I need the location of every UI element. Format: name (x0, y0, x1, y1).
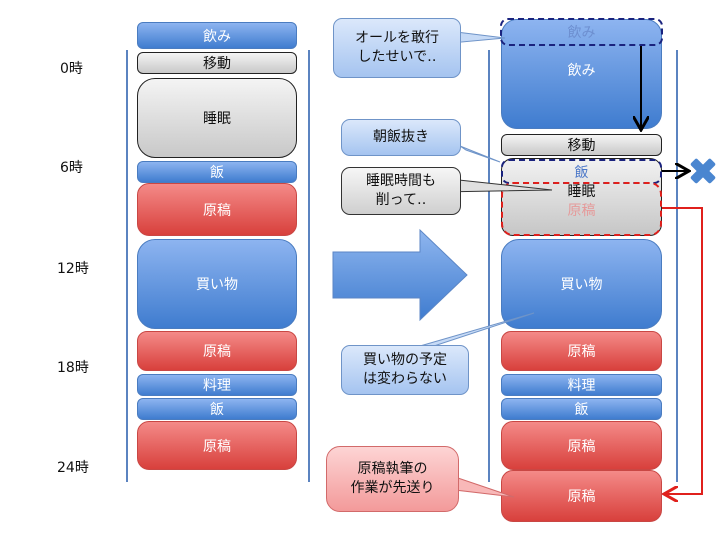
actual-block-meal: 飯 (501, 398, 662, 420)
planned-block-meal: 飯 (137, 398, 297, 420)
hour-label-6: 6時 (60, 160, 83, 176)
planned-timeline-left-rule (126, 50, 128, 482)
planned-block-meal: 飯 (137, 161, 297, 183)
planned-block-travel: 移動 (137, 52, 297, 74)
actual-timeline-right-rule (676, 50, 678, 482)
cancel-x-icon (690, 158, 716, 184)
planned-block-sleep: 睡眠 (137, 78, 297, 158)
actual-block-drinks-label: 飲み (567, 63, 596, 79)
planned-timeline-right-rule (308, 50, 310, 482)
hour-label-24: 24時 (57, 460, 89, 476)
planned-block-cooking: 料理 (137, 374, 297, 396)
actual-block-manuscript: 原稿 (501, 421, 662, 470)
actual-block-manuscript-ghost-label: 原稿 (567, 203, 596, 219)
actual-block-drinks-planned-slot: 飲み (500, 18, 663, 46)
actual-block-manuscript-displaced: 睡眠 原稿 (501, 182, 662, 236)
planned-block-manuscript: 原稿 (137, 421, 297, 470)
manuscript-postpone-arrow (662, 207, 703, 494)
callout-all-nighter: オールを敢行 したせいで‥ (333, 18, 461, 78)
callout-tail (419, 312, 535, 347)
planned-block-drinks: 飲み (137, 22, 297, 49)
actual-block-sleep-label: 睡眠 (567, 184, 596, 200)
callout-cut-sleep: 睡眠時間も 削って‥ (341, 167, 461, 215)
planned-block-shopping: 買い物 (137, 239, 297, 329)
actual-block-travel: 移動 (501, 134, 662, 156)
actual-block-manuscript-postponed: 原稿 (501, 470, 662, 522)
hour-label-0: 0時 (60, 61, 83, 77)
planned-block-manuscript: 原稿 (137, 183, 297, 236)
right-arrow-icon (332, 228, 468, 322)
actual-block-manuscript: 原稿 (501, 331, 662, 371)
planned-block-manuscript: 原稿 (137, 331, 297, 371)
hour-label-12: 12時 (57, 261, 89, 277)
callout-skip-breakfast: 朝飯抜き (341, 119, 461, 156)
hour-label-18: 18時 (57, 360, 89, 376)
actual-timeline-left-rule (488, 50, 490, 482)
actual-block-shopping: 買い物 (501, 239, 662, 329)
callout-tail (454, 476, 515, 498)
callout-tail (459, 145, 501, 163)
callout-manuscript-postponed: 原稿執筆の 作業が先送り (326, 446, 459, 512)
actual-block-sleep-cut (501, 158, 662, 236)
callout-shopping-unchanged: 買い物の予定 は変わらない (341, 345, 469, 395)
actual-block-cooking: 料理 (501, 374, 662, 396)
